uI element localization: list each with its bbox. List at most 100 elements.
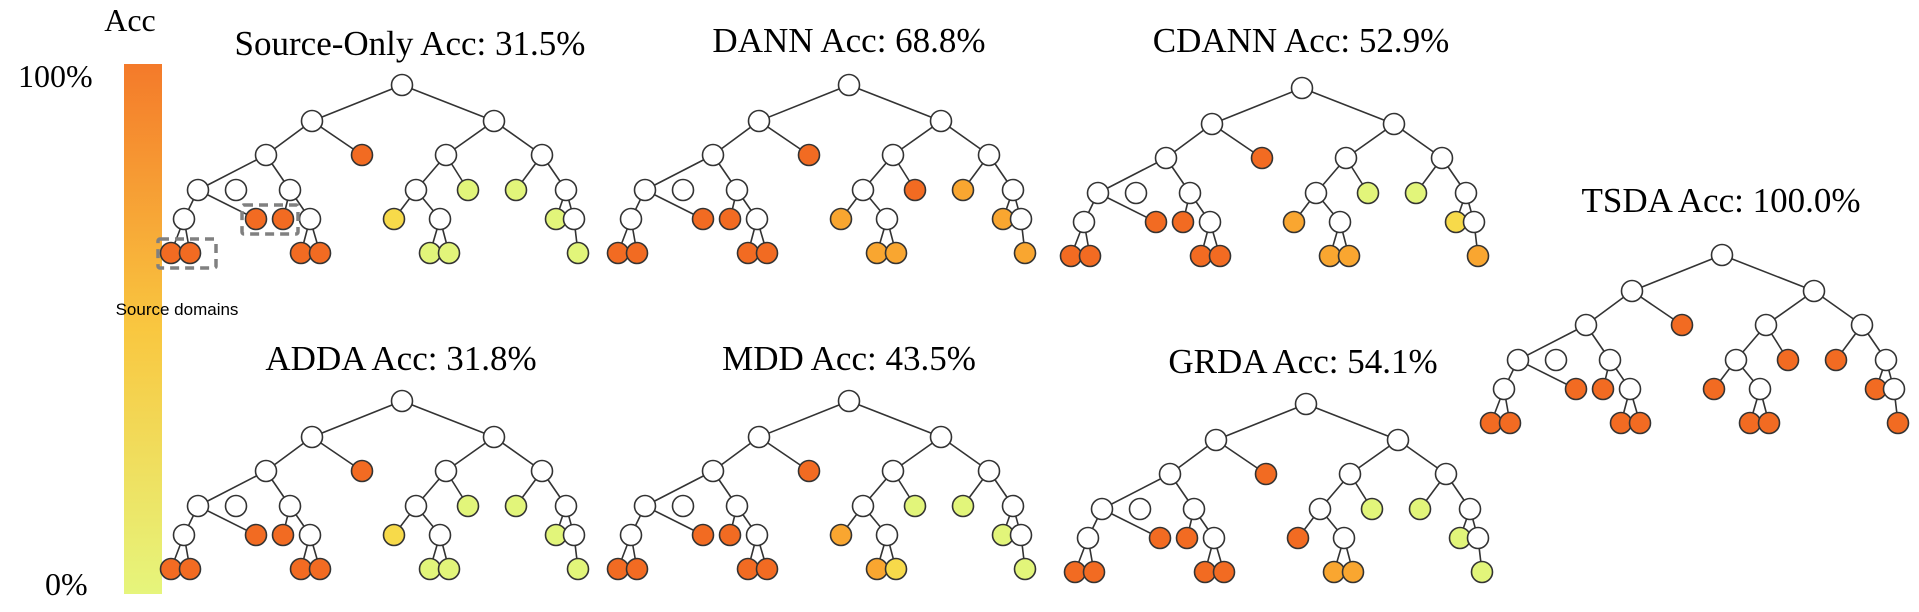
domain-node [929, 109, 953, 133]
tree-edge [848, 84, 942, 122]
target-domain-node [178, 241, 202, 265]
domain-node [1466, 526, 1490, 550]
domain-node [1618, 377, 1642, 401]
domain-node [1204, 428, 1228, 452]
domain-node [1710, 243, 1734, 267]
target-domain-node [1013, 557, 1037, 581]
target-domain-node [1059, 244, 1083, 268]
target-domain-node [289, 241, 313, 265]
tree-edge [1301, 87, 1395, 125]
domain-node [619, 207, 643, 231]
domain-node [482, 109, 506, 133]
target-domain-node [606, 241, 630, 265]
domain-node [554, 494, 578, 518]
target-domain-node [271, 523, 295, 547]
domain-node [881, 459, 905, 483]
domain-node [1001, 494, 1025, 518]
target-domain-node [1757, 411, 1781, 435]
panel-title: Source-Only Acc: 31.5% [235, 24, 586, 63]
target-domain-node [625, 557, 649, 581]
accuracy-color-scale: Acc 100% 0% [0, 0, 162, 612]
tree-panel: ADDA Acc: 31.8% [159, 339, 590, 581]
domain-node [278, 178, 302, 202]
target-domain-node [797, 459, 821, 483]
tree-edge [311, 400, 403, 438]
domain-node [1430, 146, 1454, 170]
target-domain-node [1341, 560, 1365, 584]
domain-node [186, 178, 210, 202]
target-domain-node [566, 557, 590, 581]
source-domain-box [156, 237, 218, 270]
target-domain-node [1082, 560, 1106, 584]
target-domain-node [1250, 146, 1274, 170]
target-domain-node [437, 241, 461, 265]
target-domain-node [382, 207, 406, 231]
target-domain-node [1212, 560, 1236, 584]
domain-node [1009, 207, 1033, 231]
domain-node [1462, 210, 1486, 234]
domain-node [1454, 181, 1478, 205]
target-domain-node [289, 557, 313, 581]
tree-edge [1101, 473, 1171, 510]
domain-node [851, 494, 875, 518]
tree-edge [1097, 157, 1167, 194]
target-domain-node [566, 241, 590, 265]
tree-edge [401, 400, 495, 438]
domain-node [1009, 523, 1033, 547]
domain-node [1308, 497, 1332, 521]
domain-node [1492, 377, 1516, 401]
target-domain-node [350, 459, 374, 483]
domain-node [428, 207, 452, 231]
target-domain-node [1148, 526, 1172, 550]
target-domain-node [1670, 313, 1694, 337]
domain-node [671, 494, 695, 518]
target-domain-node [1776, 348, 1800, 372]
target-domain-node [829, 523, 853, 547]
tree-panel: CDANN Acc: 52.9% [1059, 21, 1490, 268]
domain-node [278, 494, 302, 518]
domain-node [1382, 112, 1406, 136]
domain-node [1124, 181, 1148, 205]
domain-node [1338, 462, 1362, 486]
target-domain-node [1337, 244, 1361, 268]
target-domain-node [308, 557, 332, 581]
target-domain-node [1013, 241, 1037, 265]
domain-node [1294, 392, 1318, 416]
target-domain-node [829, 207, 853, 231]
domain-node [1802, 279, 1826, 303]
domain-node [254, 459, 278, 483]
tree-edge [1211, 87, 1303, 125]
domain-node [404, 494, 428, 518]
target-domain-node [903, 494, 927, 518]
domain-node [747, 425, 771, 449]
target-domain-node [1564, 377, 1588, 401]
domain-node [633, 494, 657, 518]
target-domain-node [606, 557, 630, 581]
domain-node [745, 207, 769, 231]
target-domain-node [903, 178, 927, 202]
domain-node [390, 73, 414, 97]
target-domain-node [456, 178, 480, 202]
domain-node [1290, 76, 1314, 100]
target-domain-node [1824, 348, 1848, 372]
target-domain-node [1360, 497, 1384, 521]
target-domain-node [1078, 244, 1102, 268]
domain-node [1198, 210, 1222, 234]
target-domain-node [865, 241, 889, 265]
domain-node [701, 143, 725, 167]
target-domain-node [1886, 411, 1910, 435]
domain-node [725, 178, 749, 202]
domain-node [530, 459, 554, 483]
scale-min-label: 0% [45, 566, 88, 602]
target-domain-node [1286, 526, 1310, 550]
tree-panel: Source-Only Acc: 31.5%Source domains [116, 24, 590, 319]
domain-node [851, 178, 875, 202]
target-domain-node [1466, 244, 1490, 268]
domain-node [747, 109, 771, 133]
domain-node [434, 459, 458, 483]
domain-node [434, 143, 458, 167]
target-domain-node [718, 207, 742, 231]
target-domain-node [1189, 244, 1213, 268]
target-domain-node [1609, 411, 1633, 435]
